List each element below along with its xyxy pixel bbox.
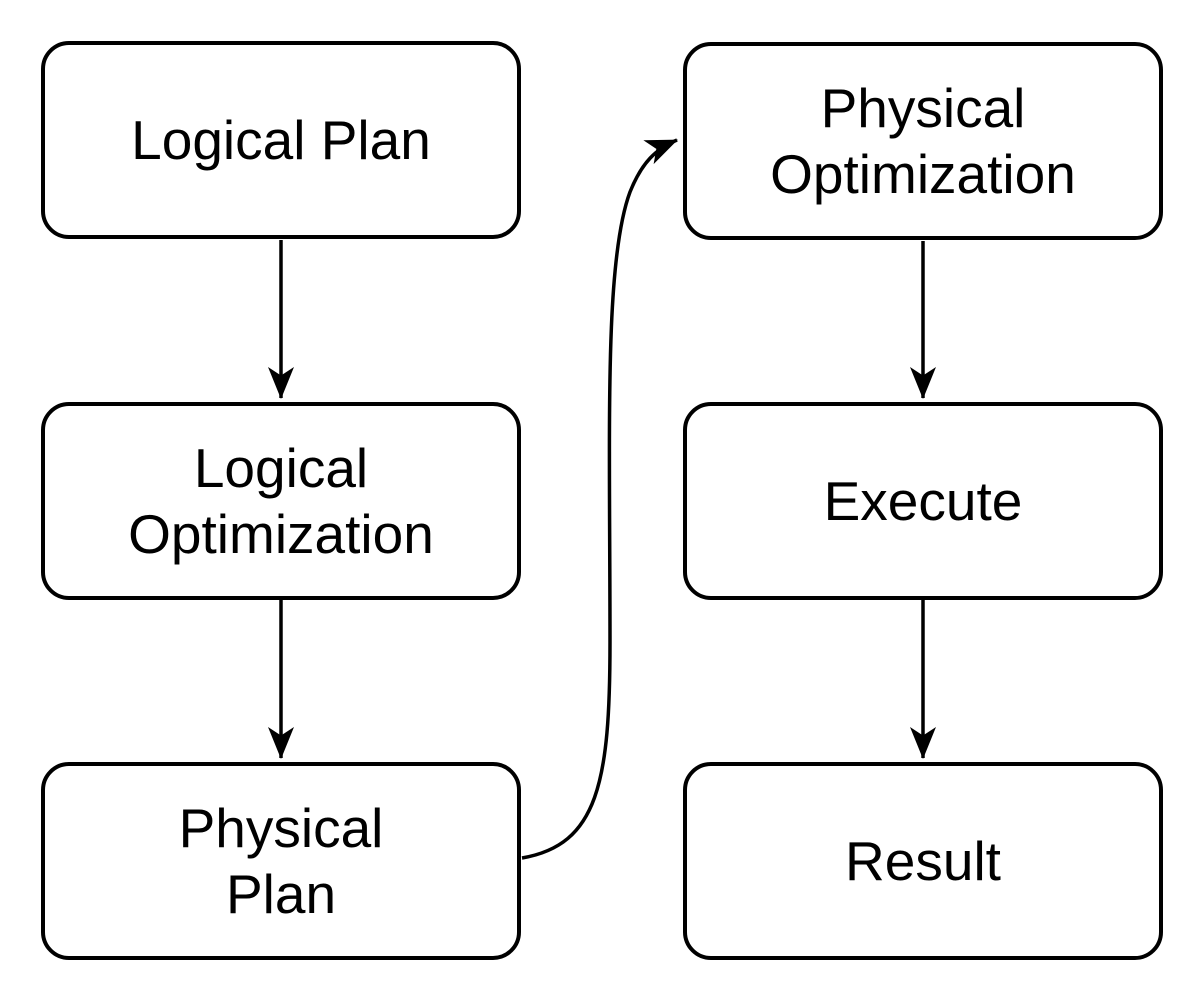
node-logical-optimization: Logical Optimization xyxy=(41,402,521,600)
edge-physical-plan-to-physical-optimization xyxy=(521,138,678,860)
node-physical-optimization: Physical Optimization xyxy=(683,42,1163,240)
node-logical-optimization-label: Logical Optimization xyxy=(128,437,434,565)
node-physical-optimization-label: Physical Optimization xyxy=(770,77,1076,205)
node-execute: Execute xyxy=(683,402,1163,600)
node-physical-plan-label: Physical Plan xyxy=(178,797,384,925)
node-result-label: Result xyxy=(845,830,1001,892)
node-logical-plan: Logical Plan xyxy=(41,41,521,239)
node-logical-plan-label: Logical Plan xyxy=(131,109,431,171)
node-result: Result xyxy=(683,762,1163,960)
node-physical-plan: Physical Plan xyxy=(41,762,521,960)
node-execute-label: Execute xyxy=(823,470,1023,532)
